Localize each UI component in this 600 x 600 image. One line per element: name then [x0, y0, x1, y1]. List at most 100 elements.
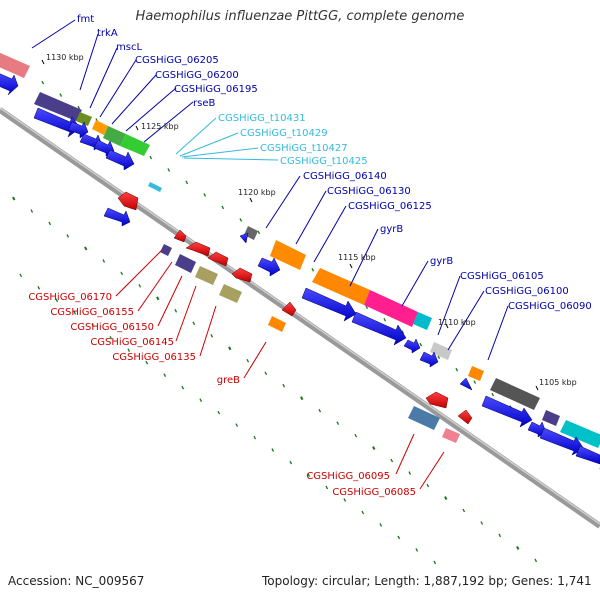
cds-forward: [0, 73, 19, 96]
feature-greB: [268, 316, 286, 332]
gc-dot: [480, 521, 484, 525]
gc-dot: [185, 180, 189, 185]
cds-forward: [575, 445, 600, 465]
gene-label: CGSHiGG_06095: [306, 471, 390, 482]
cds-reverse: [207, 251, 229, 267]
gene-label: fmt: [77, 14, 94, 25]
gene-labels-cyan: CGSHiGG_t10431 CGSHiGG_t10429 CGSHiGG_t1…: [218, 113, 368, 167]
cds-reverse: [457, 409, 473, 425]
gc-dot: [289, 460, 293, 465]
feature-06150: [175, 254, 196, 273]
gc-dot: [145, 360, 149, 365]
gene-label: greB: [217, 375, 240, 386]
feature-purple-end: [542, 410, 560, 426]
gc-dot: [48, 221, 52, 226]
gc-dot: [300, 396, 304, 401]
cds-reverse: [185, 241, 211, 257]
gene-label: CGSHiGG_06205: [135, 55, 219, 66]
cds-forward: [105, 149, 135, 171]
scale-label: 1110 kbp: [438, 318, 476, 327]
feature-06145: [195, 266, 218, 285]
feature-06090: [490, 378, 540, 410]
gc-dot: [325, 485, 329, 490]
feature-06130: [270, 240, 306, 270]
gene-labels-red: CGSHiGG_06170 CGSHiGG_06155 CGSHiGG_0615…: [28, 292, 416, 498]
gc-dot: [462, 508, 466, 513]
gc-dot: [426, 483, 430, 488]
feature-06200: [103, 126, 126, 146]
cds-forward-track: [0, 73, 600, 465]
gc-dot: [415, 548, 419, 552]
gc-dot: [84, 246, 88, 251]
gc-dot: [397, 535, 401, 540]
feature-06205: [92, 120, 108, 135]
gc-dot: [91, 323, 95, 328]
gc-dot: [336, 421, 340, 425]
gc-dot: [41, 80, 45, 85]
gene-label: gyrB: [380, 224, 403, 235]
gc-dot: [343, 498, 347, 502]
gc-dot: [199, 398, 203, 402]
gc-dot: [365, 305, 369, 310]
map-title: Haemophilus influenzae PittGG, complete …: [135, 9, 465, 24]
gene-label: CGSHiGG_06125: [348, 201, 432, 212]
gc-dot: [307, 473, 311, 477]
gc-dot: [156, 296, 160, 301]
feature-gyrB-b: [413, 312, 432, 330]
feature-06155: [160, 244, 172, 256]
gc-dot: [473, 380, 477, 384]
gc-dot: [354, 433, 358, 438]
gc-dot: [253, 435, 257, 440]
gc-dot: [109, 335, 113, 340]
gc-dot: [181, 385, 185, 390]
gene-label: CGSHiGG_t10427: [260, 143, 348, 154]
leader-lines-red: [115, 249, 445, 490]
gc-dot: [30, 209, 34, 213]
gene-label: CGSHiGG_06105: [460, 271, 544, 282]
gene-label: CGSHiGG_06145: [90, 337, 174, 348]
gc-dot: [174, 309, 178, 313]
feature-cyan-end: [560, 420, 600, 448]
feature-trkA: [34, 92, 82, 121]
feature-06125: [312, 268, 370, 305]
gene-label: mscL: [116, 42, 142, 53]
gene-label: CGSHiGG_06155: [50, 307, 134, 318]
gene-label: rseB: [193, 98, 215, 109]
scale-label: 1125 kbp: [141, 122, 179, 131]
feature-06135: [219, 284, 242, 303]
scale-label: 1105 kbp: [539, 378, 577, 387]
gc-dot: [221, 205, 225, 210]
genome-summary: Topology: circular; Length: 1,887,192 bp…: [262, 574, 592, 588]
gc-dot: [37, 286, 41, 290]
gene-label: CGSHiGG_06130: [327, 186, 411, 197]
gc-dot: [498, 533, 502, 538]
cds-reverse-track: [117, 191, 473, 425]
gc-dot: [235, 423, 239, 427]
gc-dot: [127, 348, 131, 353]
cds-reverse: [173, 229, 187, 243]
gc-dot: [419, 342, 423, 347]
cds-reverse: [231, 267, 253, 283]
scale-label: 1115 kbp: [338, 253, 376, 262]
leader-lines-blue: [31, 19, 509, 361]
cds-forward: [481, 395, 533, 428]
gc-dot: [433, 560, 437, 565]
gene-label: CGSHiGG_06170: [28, 292, 112, 303]
cds-reverse: [117, 191, 139, 211]
feature-fmt: [0, 52, 30, 78]
gene-label: CGSHiGG_06085: [332, 487, 416, 498]
scale-ticks: [41, 59, 539, 391]
feature-06195: [120, 134, 150, 156]
cds-forward: [103, 207, 131, 227]
genome-backbone: [0, 107, 600, 529]
scale-labels: 1130 kbp 1125 kbp 1120 kbp 1115 kbp 1110…: [46, 53, 577, 387]
gene-label: CGSHiGG_06150: [70, 322, 154, 333]
gene-label: CGSHiGG_06200: [155, 70, 239, 81]
gc-dot: [73, 311, 77, 315]
gc-dot: [102, 259, 106, 263]
cds-forward: [351, 311, 407, 346]
gc-dot: [257, 230, 261, 235]
gc-dot: [239, 218, 243, 222]
feature-06100: [468, 366, 484, 381]
